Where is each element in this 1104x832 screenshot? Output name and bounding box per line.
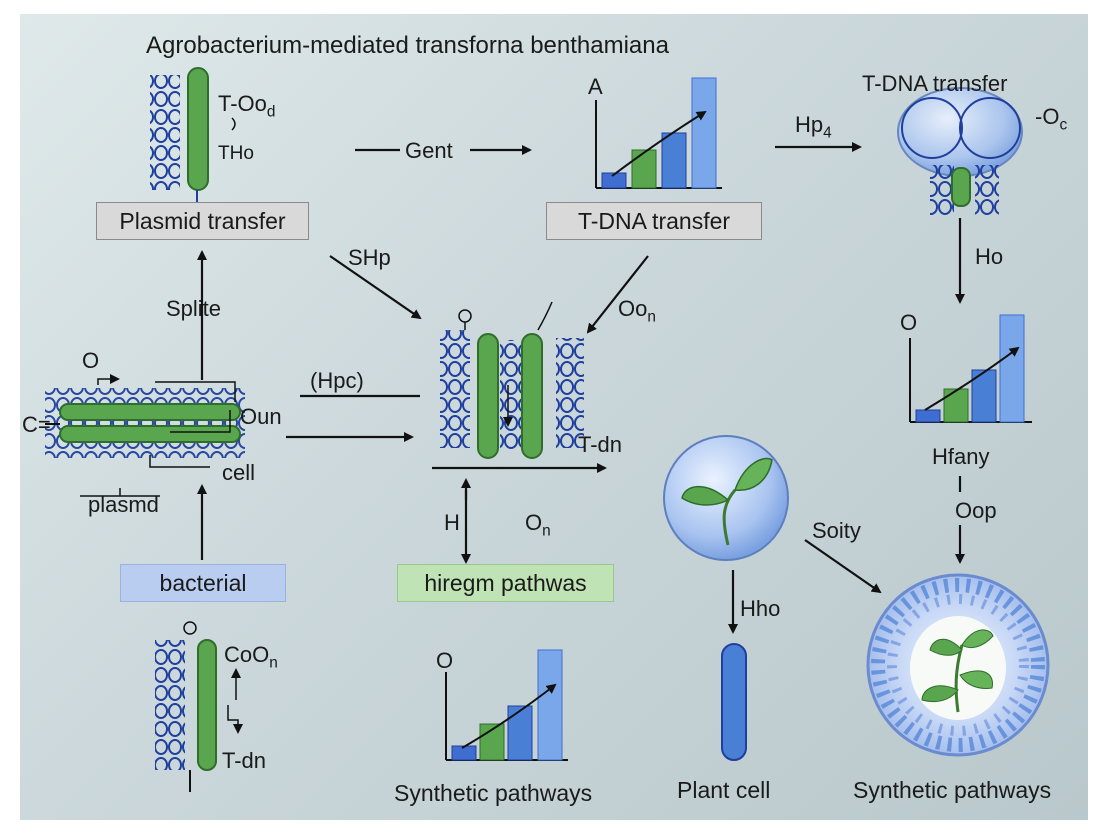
label-oop: Oop bbox=[955, 498, 997, 523]
center-dna-structure bbox=[440, 301, 584, 459]
plasmid-illustration-left bbox=[45, 374, 245, 497]
label-o-n: On bbox=[525, 512, 551, 539]
bar-chart-bottom bbox=[445, 649, 568, 761]
bar-chart-right bbox=[909, 314, 1032, 423]
label-synthetic-pathways-1: Synthetic pathways bbox=[394, 780, 593, 806]
label-hp: Hp4 bbox=[795, 114, 832, 141]
label-coo-n-sub: n bbox=[269, 654, 278, 672]
label-oc: -Oc bbox=[1035, 106, 1067, 133]
label-o-n-text: O bbox=[525, 510, 543, 535]
label-tdna-transfer-top: T-DNA transfer bbox=[862, 71, 1008, 96]
box-tdna-transfer: T-DNA transfer bbox=[546, 202, 762, 240]
label-ho: Ho bbox=[975, 244, 1004, 269]
label-oun: Oun bbox=[240, 404, 282, 429]
plasmid-illustration-bottom-left bbox=[155, 621, 243, 792]
label-plant-cell: Plant cell bbox=[677, 777, 771, 803]
label-o-n-sub: n bbox=[542, 522, 551, 540]
bar-chart-top bbox=[595, 77, 722, 189]
label-cell: cell bbox=[222, 460, 256, 485]
plant-cell-tube bbox=[721, 643, 747, 761]
label-plasmd: plasmd bbox=[88, 492, 159, 517]
label-oo-n-text: Oo bbox=[618, 296, 648, 321]
label-hfany: Hfany bbox=[932, 444, 990, 469]
label-c-eq: C= bbox=[22, 412, 51, 437]
label-o-right-chart: O bbox=[900, 310, 918, 335]
label-coo-n: CoOn bbox=[224, 644, 278, 671]
plant-cell-illustration bbox=[866, 573, 1050, 757]
label-hho: Hho bbox=[740, 596, 781, 621]
label-synthetic-pathways-2: Synthetic pathways bbox=[853, 777, 1052, 803]
box-bacterial: bacterial bbox=[120, 564, 286, 602]
label-hpc: (Hpc) bbox=[310, 368, 364, 393]
label-tho: THo bbox=[218, 143, 254, 164]
box-plasmid-transfer: Plasmid transfer bbox=[96, 202, 309, 240]
label-oo-n-sub: n bbox=[647, 308, 656, 326]
label-h: H bbox=[444, 510, 460, 535]
box-hiregm-pathwas: hiregm pathwas bbox=[397, 564, 614, 602]
label-hp-sub: 4 bbox=[823, 124, 832, 142]
label-soity: Soity bbox=[812, 518, 861, 543]
label-t-oo-text: T-Oo bbox=[218, 91, 267, 116]
label-splite: Splite bbox=[166, 296, 222, 321]
label-oo-n: Oon bbox=[618, 298, 656, 325]
label-t-dn-bottom: T-dn bbox=[222, 748, 267, 773]
label-gent: Gent bbox=[405, 138, 453, 163]
plasmid-illustration-top-left bbox=[150, 67, 236, 205]
label-o-bottom-chart: O bbox=[436, 648, 454, 673]
label-shp: SHp bbox=[348, 245, 391, 270]
label-t-oo: T-Ood bbox=[218, 93, 275, 120]
label-o-left: O bbox=[82, 348, 100, 373]
connector-arrows bbox=[197, 142, 965, 634]
diagram-title: Agrobacterium-mediated transforna bentha… bbox=[146, 32, 669, 59]
label-oc-sub: c bbox=[1059, 116, 1068, 134]
label-a: A bbox=[588, 74, 603, 99]
plant-sphere-illustration bbox=[663, 435, 789, 561]
tdna-complex-illustration bbox=[897, 87, 1023, 215]
label-oc-text: -O bbox=[1035, 104, 1060, 129]
label-t-oo-sub: d bbox=[266, 103, 276, 121]
label-coo-n-text: CoO bbox=[224, 642, 270, 667]
label-t-dn-mid: T-dn bbox=[578, 432, 623, 457]
label-hp-text: Hp bbox=[795, 112, 824, 137]
